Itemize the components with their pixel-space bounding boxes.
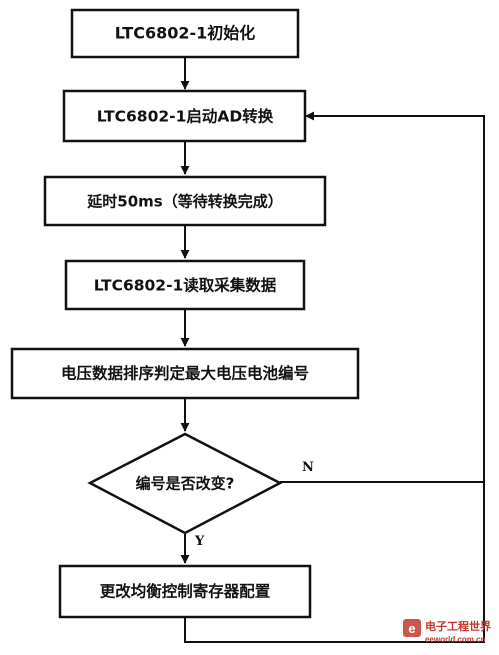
eeworld-watermark: e 电子工程世界 eeworld.com.cn bbox=[403, 619, 491, 644]
node-config-box bbox=[58, 564, 312, 619]
node-sort-label: 电压数据排序判定最大电压电池编号 bbox=[61, 364, 309, 383]
edge-label-yes: Y bbox=[194, 534, 205, 549]
edge-config-to-start-ad bbox=[184, 482, 485, 643]
node-delay-box bbox=[43, 175, 327, 227]
node-delay-label: 延时50ms（等待转换完成） bbox=[86, 193, 282, 211]
node-init-label: LTC6802-1初始化 bbox=[115, 24, 256, 43]
eeworld-logo-icon: e bbox=[403, 619, 421, 637]
node-sort-box bbox=[10, 347, 360, 400]
edge-label-no: N bbox=[302, 460, 314, 475]
node-decision-diamond bbox=[87, 432, 283, 535]
node-init-box bbox=[70, 8, 300, 59]
watermark-url: eeworld.com.cn bbox=[425, 635, 486, 644]
node-start-ad-box bbox=[62, 89, 307, 143]
node-config-label: 更改均衡控制寄存器配置 bbox=[100, 582, 271, 601]
edge-decision-no-to-start-ad bbox=[280, 111, 485, 483]
node-decision-label: 编号是否改变? bbox=[136, 475, 235, 493]
svg-text:e: e bbox=[408, 621, 415, 636]
node-read-label: LTC6802-1读取采集数据 bbox=[94, 276, 277, 295]
node-start-ad-label: LTC6802-1启动AD转换 bbox=[97, 107, 274, 126]
node-read-box bbox=[64, 259, 306, 311]
watermark-text: 电子工程世界 bbox=[425, 619, 491, 633]
